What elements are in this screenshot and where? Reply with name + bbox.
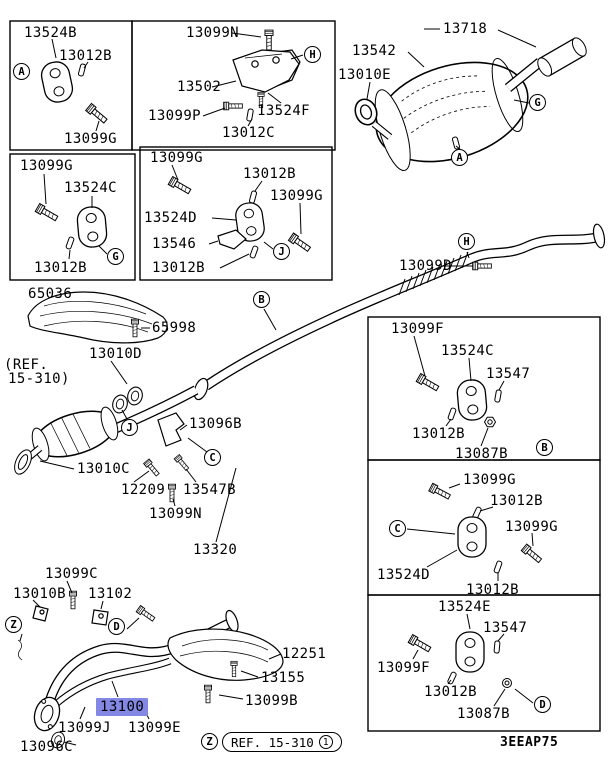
part-label-65998: 65998 (152, 320, 197, 336)
callout-z: Z (5, 616, 22, 633)
ref-note: REF. 15-310 1 (222, 732, 342, 752)
callout-c: C (389, 520, 406, 537)
part-label-13096B: 13096B (189, 416, 242, 432)
callout-j: J (121, 419, 138, 436)
part-label-13100[interactable]: 13100 (96, 698, 149, 716)
part-label-13099N: 13099N (149, 506, 202, 522)
callout-g: G (529, 94, 546, 111)
tailpipe-finisher-13718 (537, 37, 587, 77)
part-label-13099G: 13099G (20, 158, 73, 174)
part-label-13012B: 13012B (59, 48, 112, 64)
heat-shield-65036 (27, 291, 168, 344)
part-label-65036: 65036 (28, 286, 73, 302)
part-label-REF: (REF. (4, 357, 49, 373)
inset-box-D-parts (407, 631, 512, 688)
callout-g: G (107, 248, 124, 265)
part-label-13099G: 13099G (64, 131, 117, 147)
ref-number-badge: 1 (318, 735, 333, 749)
bracket-13546 (217, 229, 247, 250)
inset-box-H-parts (223, 29, 301, 122)
part-label-13547: 13547 (483, 620, 528, 636)
part-label-13099G: 13099G (270, 188, 323, 204)
part-label-13524C: 13524C (64, 180, 117, 196)
callout-d: D (534, 696, 551, 713)
part-label-13012B: 13012B (490, 493, 543, 509)
part-label-13546: 13546 (152, 236, 197, 252)
inset-box-borders (9, 20, 601, 732)
part-label-13099C: 13099C (45, 566, 98, 582)
inset-box-J-parts (167, 176, 313, 259)
callout-b: B (536, 439, 553, 456)
part-label-13010C: 13010C (77, 461, 130, 477)
part-label-13155: 13155 (261, 670, 306, 686)
part-label-13099P: 13099P (148, 108, 201, 124)
part-label-13524B: 13524B (24, 25, 77, 41)
part-label-13099F: 13099F (391, 321, 444, 337)
callout-h: H (458, 233, 475, 250)
callout-a: A (13, 63, 30, 80)
part-label-13010E: 13010E (338, 67, 391, 83)
part-label-13718: 13718 (443, 21, 488, 37)
part-label-13099F: 13099F (377, 660, 430, 676)
callout-h: H (304, 46, 321, 63)
front-pipe-assembly (17, 590, 284, 750)
part-label-13099B: 13099B (245, 693, 298, 709)
part-label-13012B: 13012B (412, 426, 465, 442)
diagram-code: 3EEAP75 (500, 735, 559, 750)
part-label-13524C: 13524C (441, 343, 494, 359)
callout-c: C (204, 449, 221, 466)
part-label-13099J: 13099J (58, 720, 111, 736)
part-label-13012B: 13012B (466, 582, 519, 598)
part-label-13524E: 13524E (438, 599, 491, 615)
part-label-12251: 12251 (282, 646, 327, 662)
catalytic-converter-assembly (14, 384, 199, 503)
part-label-13087B: 13087B (457, 706, 510, 722)
part-label-13524D: 13524D (144, 210, 197, 226)
callout-j: J (273, 243, 290, 260)
part-label-13320: 13320 (193, 542, 238, 558)
part-label-15310: 15-310) (8, 371, 70, 387)
callout-b: B (253, 291, 270, 308)
part-label-13102: 13102 (88, 586, 133, 602)
part-label-13012B: 13012B (34, 260, 87, 276)
part-label-13012C: 13012C (222, 125, 275, 141)
front-flange (33, 696, 61, 732)
part-label-13099G: 13099G (505, 519, 558, 535)
muffler-assembly (351, 37, 587, 171)
part-label-13010D: 13010D (89, 346, 142, 362)
part-label-13099D: 13099D (399, 258, 452, 274)
part-label-13502: 13502 (177, 79, 222, 95)
ref-note-text: REF. 15-310 (231, 734, 314, 750)
part-label-13099G: 13099G (150, 150, 203, 166)
part-label-13547: 13547 (486, 366, 531, 382)
part-label-13099G: 13099G (463, 472, 516, 488)
bracket-13096B (157, 412, 185, 447)
part-label-13012B: 13012B (152, 260, 205, 276)
part-label-13542: 13542 (352, 43, 397, 59)
part-label-13087B: 13087B (455, 446, 508, 462)
part-label-13010B: 13010B (13, 586, 66, 602)
callout-a: A (451, 149, 468, 166)
part-label-13547B: 13547B (183, 482, 236, 498)
part-label-13099N: 13099N (186, 25, 239, 41)
part-label-13099E: 13099E (128, 720, 181, 736)
part-label-13524D: 13524D (377, 567, 430, 583)
leader-lines (19, 28, 537, 746)
part-label-13012B: 13012B (243, 166, 296, 182)
part-label-12209: 12209 (121, 482, 166, 498)
callout-z: Z (201, 733, 218, 750)
part-label-13524F: 13524F (257, 103, 310, 119)
washer-icon (502, 678, 512, 688)
part-label-13096C: 13096C (20, 739, 73, 755)
hook-icon (17, 639, 23, 661)
callout-d: D (108, 618, 125, 635)
part-label-13012B: 13012B (424, 684, 477, 700)
center-exhaust-pipe (193, 223, 606, 401)
inlet-flange (14, 449, 32, 475)
pipe-end-flange (592, 223, 606, 249)
